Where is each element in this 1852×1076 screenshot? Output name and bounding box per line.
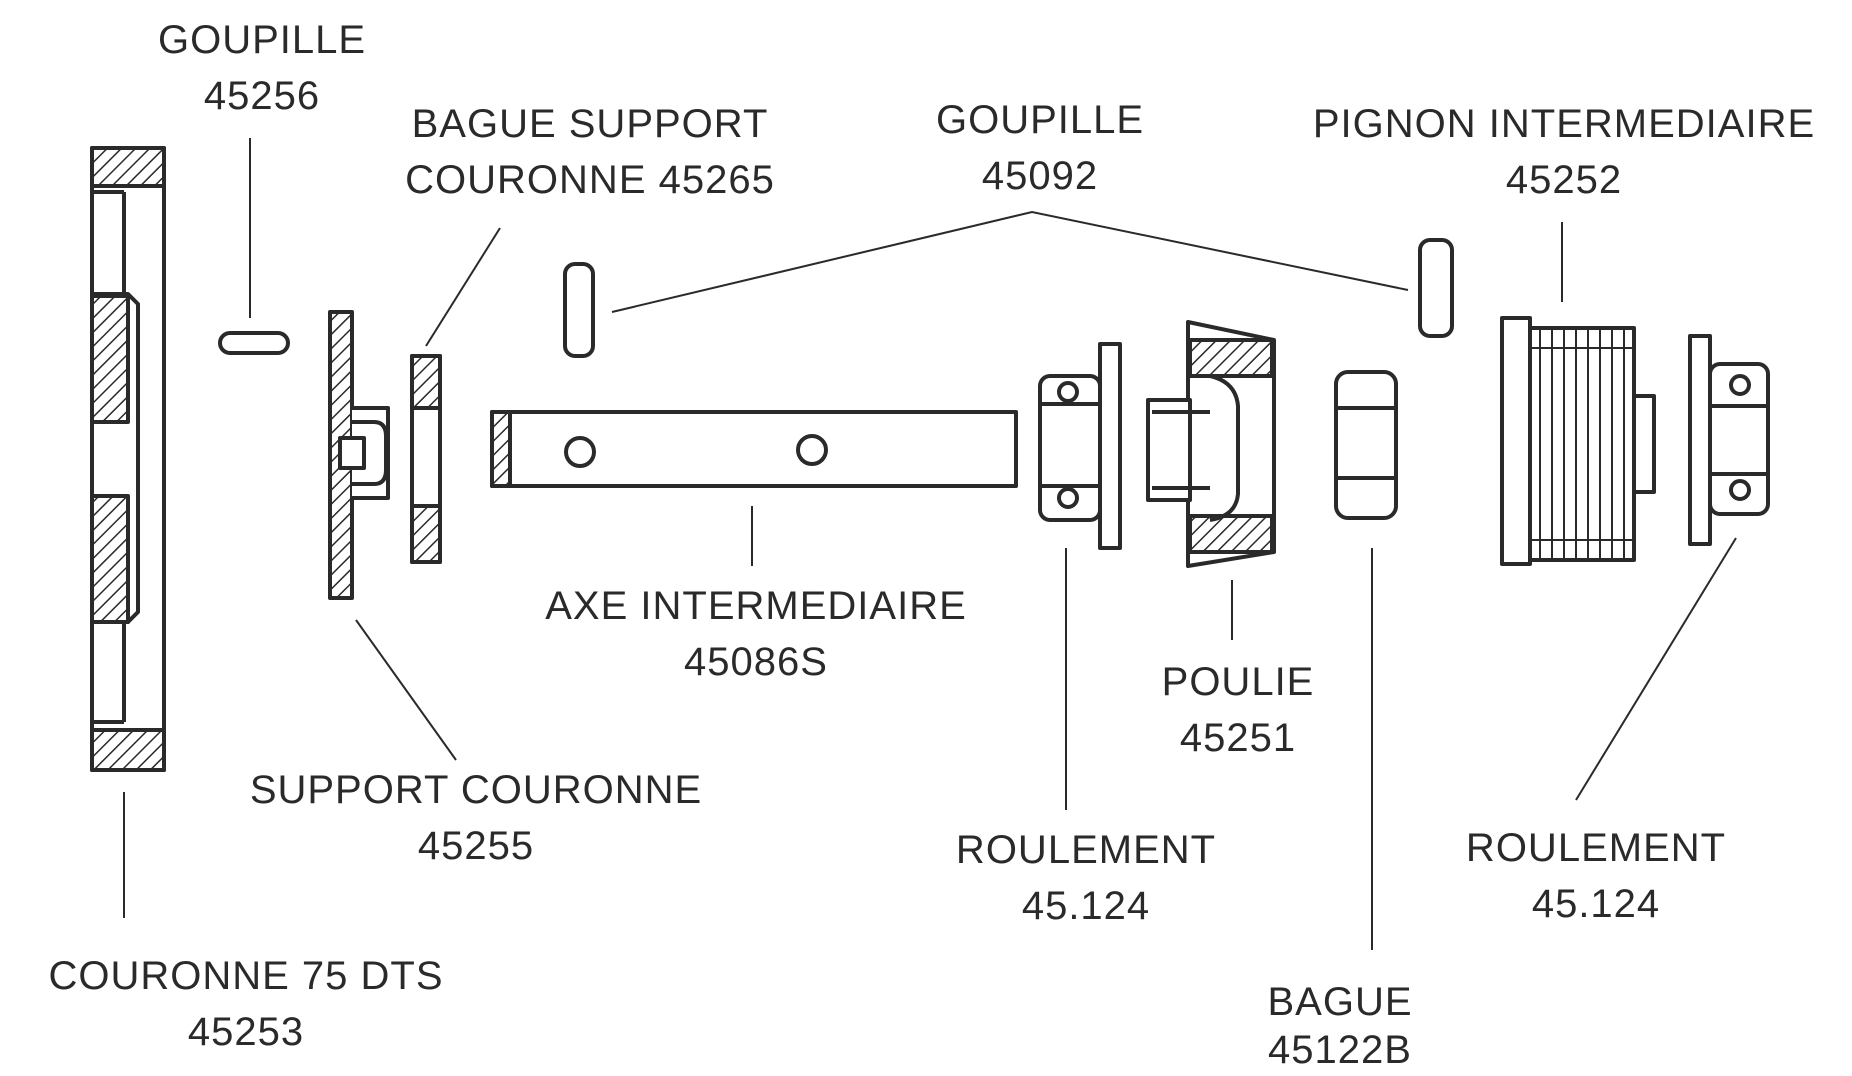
part-ref: 45256	[203, 74, 321, 118]
roulement-right-part	[1688, 334, 1770, 546]
leader-goupille-45092	[611, 210, 1409, 313]
label-roulement-right: ROULEMENT 45.124	[1466, 820, 1726, 932]
bague-support-couronne-part	[410, 354, 442, 564]
part-name: GOUPILLE	[935, 98, 1145, 142]
label-poulie: POULIE 45251	[1162, 654, 1315, 766]
part-ref: 45252	[1505, 158, 1623, 202]
part-name: COURONNE 75 DTS	[48, 954, 444, 998]
goupille-45092-left-part	[563, 262, 595, 358]
part-ref: 45.124	[1021, 884, 1151, 928]
roulement-left-part	[1038, 342, 1122, 550]
part-name: POULIE	[1161, 660, 1315, 704]
label-goupille-45092: GOUPILLE 45092	[936, 92, 1144, 204]
goupille-45256-part	[218, 331, 290, 355]
leader-support-couronne	[355, 619, 457, 761]
part-name: ROULEMENT	[955, 828, 1217, 872]
part-name: BAGUE	[1267, 980, 1413, 1024]
label-support-couronne: SUPPORT COURONNE 45255	[250, 762, 702, 874]
part-ref: COURONNE 45265	[405, 158, 775, 202]
bague-part	[1334, 370, 1398, 520]
part-name: AXE INTERMEDIAIRE	[545, 584, 967, 628]
label-goupille-45256: GOUPILLE 45256	[158, 12, 366, 124]
label-couronne-75-dts: COURONNE 75 DTS 45253	[48, 948, 443, 1060]
label-axe-intermediaire: AXE INTERMEDIAIRE 45086S	[545, 578, 967, 690]
part-ref: 45255	[417, 824, 535, 868]
label-pignon-intermediaire: PIGNON INTERMEDIAIRE 45252	[1313, 96, 1815, 208]
label-bague-45122b: BAGUE 45122B	[1267, 978, 1412, 1074]
part-ref: 45086S	[684, 640, 828, 684]
part-name: ROULEMENT	[1465, 826, 1727, 870]
part-name: PIGNON INTERMEDIAIRE	[1312, 102, 1816, 146]
pignon-intermediaire-part	[1500, 316, 1656, 566]
label-roulement-left: ROULEMENT 45.124	[956, 822, 1216, 934]
part-ref: 45253	[187, 1010, 305, 1054]
part-ref: 45092	[981, 154, 1099, 198]
couronne-part	[90, 146, 166, 772]
goupille-45092-right-part	[1418, 238, 1454, 338]
support-couronne-part	[328, 310, 390, 600]
part-ref: 45251	[1179, 716, 1297, 760]
part-ref: 45.124	[1531, 882, 1661, 926]
leader-bague-support	[425, 227, 501, 347]
part-name: GOUPILLE	[157, 18, 367, 62]
poulie-part	[1146, 320, 1276, 568]
part-ref: 45122B	[1268, 1028, 1412, 1072]
part-name: SUPPORT COURONNE	[249, 768, 703, 812]
label-bague-support-couronne: BAGUE SUPPORT COURONNE 45265	[405, 96, 775, 208]
part-name: BAGUE SUPPORT	[411, 102, 769, 146]
axe-intermediaire-part	[490, 410, 1018, 488]
leader-roulement-right	[1575, 537, 1737, 801]
